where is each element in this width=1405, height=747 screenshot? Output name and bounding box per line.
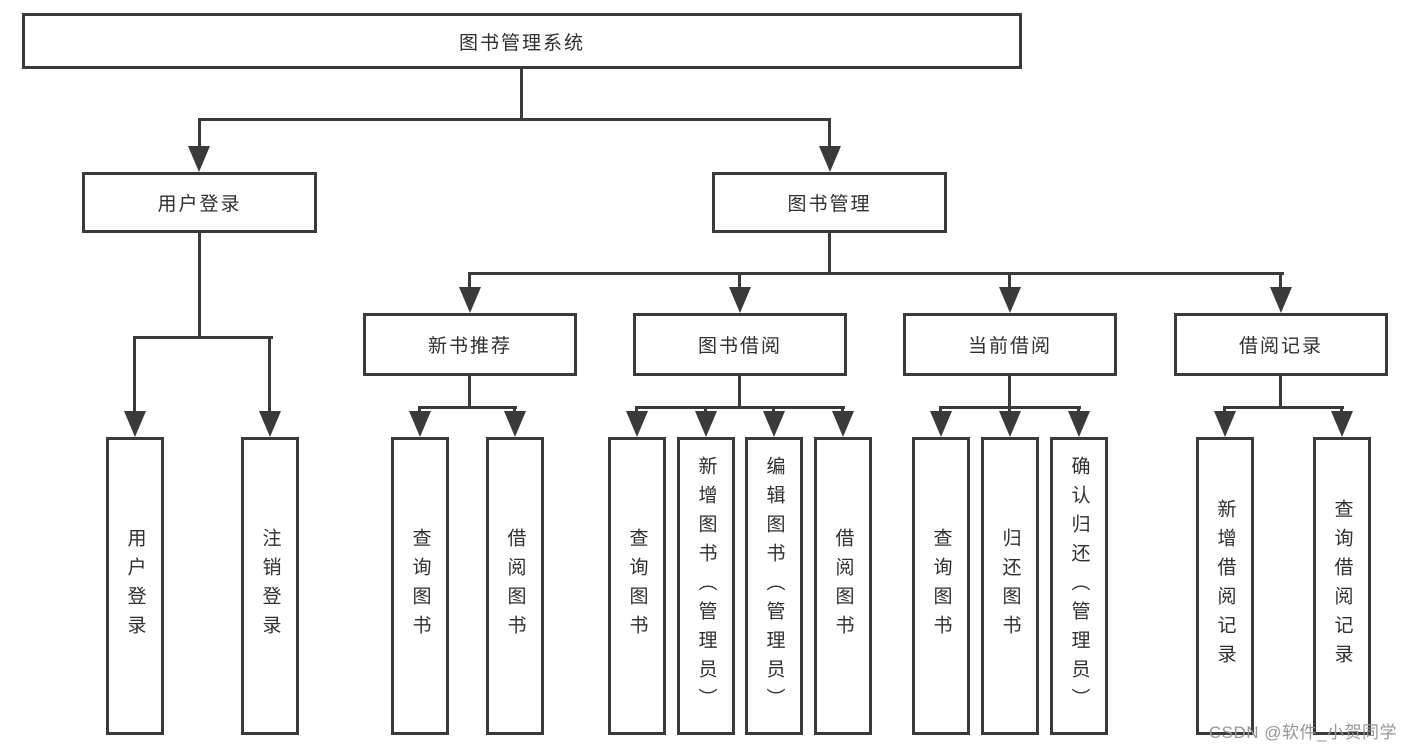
arrow-down-icon (999, 287, 1021, 313)
arrow-down-icon (1068, 411, 1090, 437)
connector-line (520, 69, 523, 120)
node-label: 注销登录 (259, 528, 281, 644)
leaf-box-logout: 注销登录 (241, 437, 299, 735)
connector-line (1223, 406, 1344, 409)
node-box-book-management: 图书管理 (712, 172, 947, 233)
leaf-box-borrow-books-recommend: 借阅图书 (486, 437, 544, 735)
connector-line (1008, 376, 1011, 408)
connector-line (635, 406, 845, 409)
node-label: 新书推荐 (427, 336, 512, 357)
arrow-down-icon (1214, 411, 1236, 437)
node-label: 确认归还（管理员） (1068, 455, 1090, 717)
connector-line (1340, 406, 1343, 414)
connector-line (635, 406, 638, 414)
connector-line (1279, 376, 1282, 408)
arrow-down-icon (1331, 411, 1353, 437)
node-label: 归还图书 (999, 528, 1021, 644)
node-box-new-book-recommend: 新书推荐 (363, 313, 577, 376)
arrow-down-icon (409, 411, 431, 437)
node-label: 新增借阅记录 (1214, 499, 1236, 673)
connector-line (939, 406, 942, 414)
arrow-down-icon (188, 146, 210, 172)
arrow-down-icon (504, 411, 526, 437)
node-label: 用户登录 (124, 528, 146, 644)
node-box-book-borrowing: 图书借阅 (633, 313, 847, 376)
arrow-down-icon (763, 411, 785, 437)
leaf-box-query-books-recommend: 查询图书 (391, 437, 449, 735)
node-box-library-system: 图书管理系统 (22, 13, 1022, 69)
node-label: 查询图书 (626, 528, 648, 644)
leaf-box-add-borrow-record: 新增借阅记录 (1196, 437, 1254, 735)
node-label: 图书管理系统 (458, 32, 585, 54)
connector-line (704, 406, 707, 414)
connector-line (133, 336, 136, 413)
node-label: 借阅记录 (1238, 336, 1323, 357)
connector-line (513, 406, 516, 414)
connector-line (468, 272, 1284, 275)
arrow-down-icon (259, 411, 281, 437)
connector-line (828, 118, 831, 148)
connector-line (1223, 406, 1226, 414)
connector-line (1279, 272, 1282, 290)
node-label: 借阅图书 (832, 528, 854, 644)
connector-line (198, 118, 201, 148)
arrow-down-icon (459, 287, 481, 313)
connector-line (1008, 272, 1011, 290)
arrow-down-icon (1270, 287, 1292, 313)
node-label: 查询借阅记录 (1331, 499, 1353, 673)
connector-line (468, 376, 471, 408)
connector-line (772, 406, 775, 414)
arrow-down-icon (930, 411, 952, 437)
arrow-down-icon (695, 411, 717, 437)
connector-line (1077, 406, 1080, 414)
arrow-down-icon (999, 411, 1021, 437)
leaf-box-edit-books-admin: 编辑图书（管理员） (745, 437, 803, 735)
node-label: 查询图书 (409, 528, 431, 644)
connector-line (841, 406, 844, 414)
node-label: 当前借阅 (967, 336, 1052, 357)
node-label: 查询图书 (930, 528, 952, 644)
connector-line (418, 406, 517, 409)
node-box-user-login: 用户登录 (82, 172, 317, 233)
arrow-down-icon (832, 411, 854, 437)
node-box-current-borrowing: 当前借阅 (903, 313, 1117, 376)
connector-line (828, 233, 831, 275)
arrow-down-icon (729, 287, 751, 313)
connector-line (418, 406, 421, 414)
watermark: CSDN @软件_小贺同学 (1208, 723, 1397, 742)
leaf-box-user-login: 用户登录 (106, 437, 164, 735)
connector-line (133, 336, 273, 339)
connector-line (468, 272, 471, 290)
connector-line (198, 233, 201, 338)
arrow-down-icon (626, 411, 648, 437)
node-label: 用户登录 (157, 194, 242, 215)
node-label: 图书借阅 (697, 336, 782, 357)
leaf-box-query-books-borrowing: 查询图书 (608, 437, 666, 735)
leaf-box-return-books: 归还图书 (981, 437, 1039, 735)
leaf-box-borrow-books: 借阅图书 (814, 437, 872, 735)
node-label: 借阅图书 (504, 528, 526, 644)
node-box-borrowing-records: 借阅记录 (1174, 313, 1388, 376)
node-label: 新增图书（管理员） (695, 455, 717, 717)
connector-line (738, 272, 741, 290)
node-label: 图书管理 (787, 194, 872, 215)
connector-line (1008, 406, 1011, 414)
arrow-down-icon (124, 411, 146, 437)
leaf-box-add-books-admin: 新增图书（管理员） (677, 437, 735, 735)
connector-line (198, 118, 831, 121)
arrow-down-icon (819, 146, 841, 172)
leaf-box-query-borrow-record: 查询借阅记录 (1313, 437, 1371, 735)
leaf-box-query-books-current: 查询图书 (912, 437, 970, 735)
node-label: 编辑图书（管理员） (763, 455, 785, 717)
connector-line (268, 336, 271, 413)
leaf-box-confirm-return-admin: 确认归还（管理员） (1050, 437, 1108, 735)
connector-line (738, 376, 741, 408)
